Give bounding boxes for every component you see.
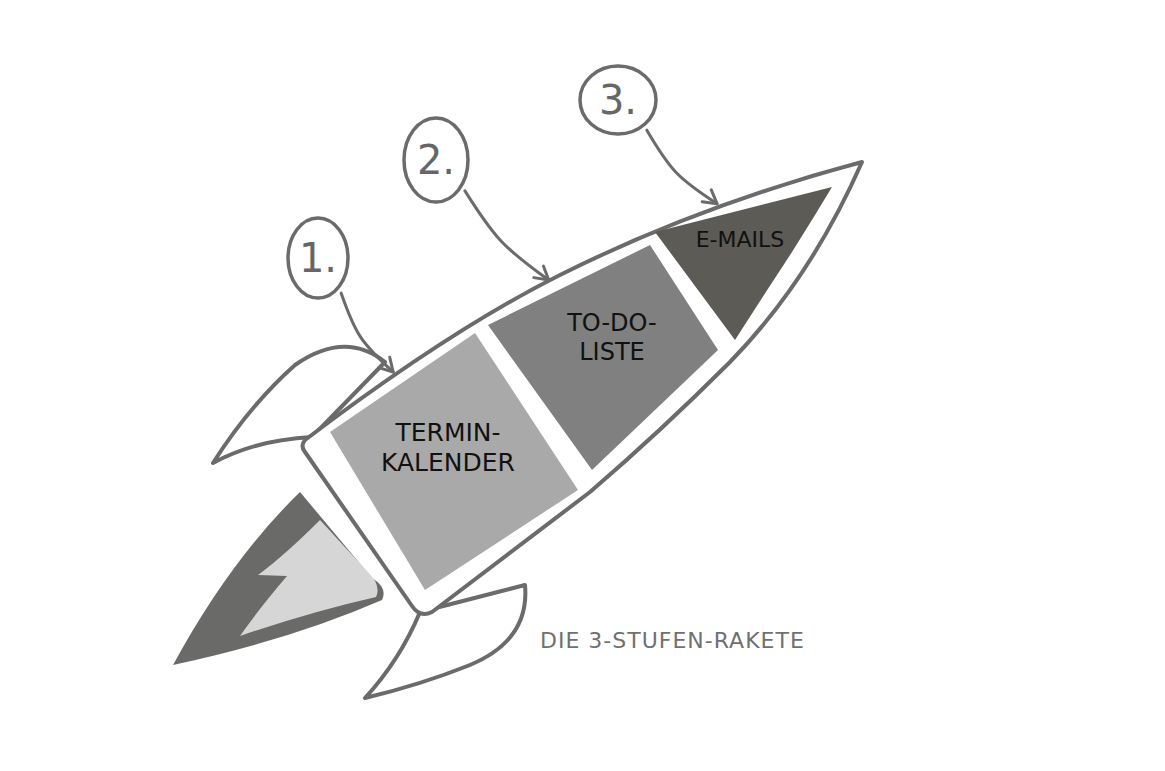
stage-compartment: TO-DO- LISTE (488, 245, 718, 470)
callout-outline (580, 66, 656, 134)
rocket-body (303, 162, 863, 614)
callout-number: 3. (577, 63, 659, 137)
stage-compartment: E-MAILS (655, 187, 832, 340)
arrow-head (534, 266, 549, 280)
compartment-shape (655, 187, 832, 340)
callout-number-text: 3. (597, 76, 639, 124)
callout-arrow (341, 293, 393, 372)
arrow-head (702, 190, 717, 204)
arrow-line (341, 293, 393, 372)
compartment-fill (655, 187, 832, 340)
caption: DIE 3-STUFEN-RAKETE (540, 628, 805, 653)
callout-number-text: 2. (415, 136, 457, 184)
stage-label: TERMIN- KALENDER (380, 418, 517, 478)
compartment-fill (488, 245, 718, 470)
callout-arrow (465, 191, 549, 280)
callout-number: 2. (401, 115, 471, 205)
callout-number: 1. (285, 215, 351, 301)
callout-outline (404, 118, 468, 202)
callout-outline (288, 218, 348, 298)
stage-label: TO-DO- LISTE (566, 309, 659, 367)
arrow-line (647, 130, 717, 203)
arrow-line (465, 191, 549, 280)
callout-number-text: 1. (297, 234, 339, 282)
callout-arrow (647, 130, 717, 203)
arrow-head (379, 357, 393, 372)
rocket-flame-inner (240, 520, 378, 636)
stage-label: E-MAILS (694, 227, 786, 253)
